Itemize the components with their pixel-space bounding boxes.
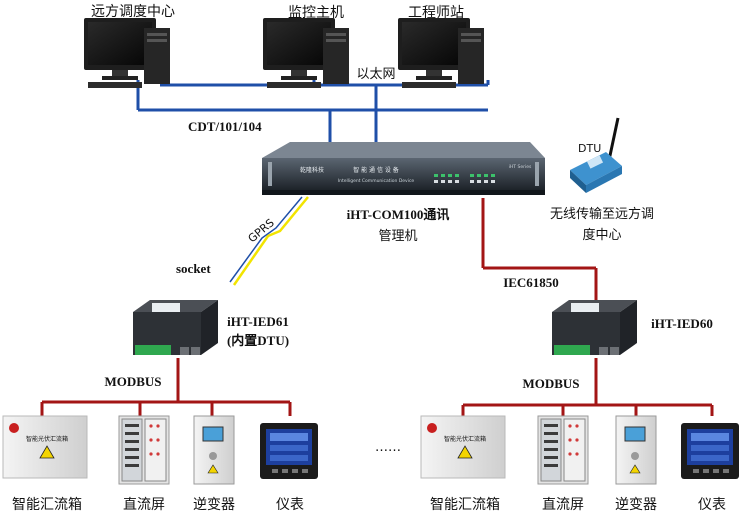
label-ied61-model: iHT-IED61 bbox=[227, 314, 289, 329]
label-manager-name-2: 管理机 bbox=[378, 229, 417, 244]
combiner-box-right-icon bbox=[420, 415, 506, 479]
label-meter-left: 仪表 bbox=[276, 497, 304, 513]
label-remote-dispatch: 远方调度中心 bbox=[91, 4, 175, 20]
label-dtu-caption-1: 无线传输至远方调 bbox=[550, 206, 654, 222]
gprs-link bbox=[229, 196, 309, 286]
label-iec61850: IEC61850 bbox=[503, 275, 559, 290]
ied60-device-icon bbox=[552, 300, 637, 355]
label-meter-right: 仪表 bbox=[698, 497, 726, 513]
serial-lines bbox=[40, 198, 714, 416]
label-dc-panel-left: 直流屏 bbox=[123, 496, 165, 513]
monitor-host-computer-icon bbox=[263, 18, 349, 88]
inverter-right-icon bbox=[615, 415, 657, 485]
label-monitor-host: 监控主机 bbox=[288, 5, 344, 21]
label-combiner-left: 智能汇流箱 bbox=[12, 497, 82, 513]
label-modbus-left: MODBUS bbox=[104, 374, 161, 389]
label-dc-panel-right: 直流屏 bbox=[542, 496, 584, 513]
dtu-modem-icon bbox=[570, 117, 622, 193]
label-dtu: DTU bbox=[578, 142, 601, 155]
combiner-plate-left: 智能光伏汇流箱 bbox=[26, 435, 68, 443]
meter-left-icon bbox=[260, 423, 318, 479]
label-dtu-caption-2: 度中心 bbox=[582, 227, 621, 243]
engineer-station-computer-icon bbox=[398, 18, 484, 88]
label-ellipsis: …… bbox=[375, 440, 401, 455]
dc-panel-right-icon bbox=[537, 415, 589, 485]
combiner-plate-right: 智能光伏汇流箱 bbox=[444, 435, 486, 443]
manager-panel-subtitle: Intelligent Communication Device bbox=[338, 178, 415, 184]
label-cdt-protocol: CDT/101/104 bbox=[188, 119, 262, 134]
label-modbus-right: MODBUS bbox=[522, 376, 579, 391]
label-inverter-right: 逆变器 bbox=[615, 497, 657, 513]
remote-dispatch-computer-icon bbox=[84, 18, 170, 88]
label-engineer-station: 工程师站 bbox=[408, 5, 464, 21]
label-ethernet: 以太网 bbox=[356, 67, 395, 82]
manager-panel-brand: 乾隆科技 bbox=[300, 166, 324, 174]
label-manager-name: iHT-COM100通讯 bbox=[347, 207, 450, 222]
label-socket: socket bbox=[176, 261, 211, 276]
manager-panel-title: 智 能 通 信 设 备 bbox=[353, 166, 399, 174]
combiner-box-left-icon bbox=[2, 415, 88, 479]
ied61-device-icon bbox=[133, 300, 218, 355]
inverter-left-icon bbox=[193, 415, 235, 485]
label-ied61-note: (内置DTU) bbox=[227, 333, 289, 348]
manager-panel-series: iHT Series bbox=[509, 164, 532, 170]
meter-right-icon bbox=[681, 423, 739, 479]
manager-device-icon bbox=[262, 142, 545, 195]
label-combiner-right: 智能汇流箱 bbox=[430, 497, 500, 513]
label-inverter-left: 逆变器 bbox=[193, 497, 235, 513]
label-ied60-model: iHT-IED60 bbox=[651, 316, 713, 331]
dc-panel-left-icon bbox=[118, 415, 170, 485]
